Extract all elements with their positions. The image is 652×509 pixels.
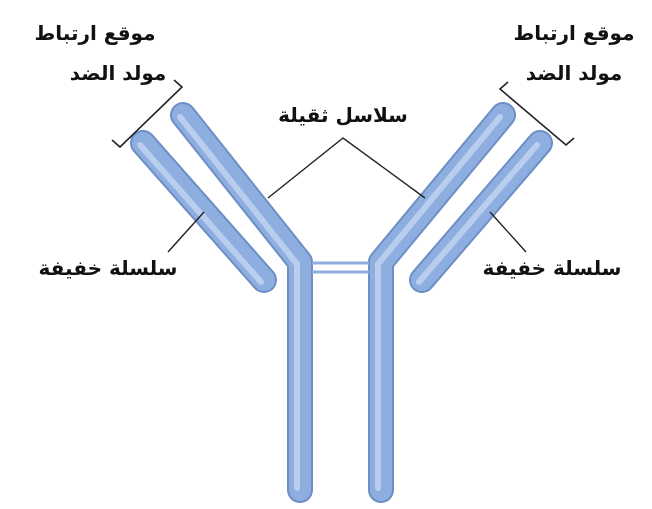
heavy-chain-left <box>170 102 313 503</box>
heavy-chains-label: سلاسل ثقيلة <box>278 103 408 127</box>
light-chain-right-label: سلسلة خفيفة <box>483 256 622 280</box>
light-chain-left-label: سلسلة خفيفة <box>39 256 178 280</box>
antigen-site-bracket-left <box>111 79 184 149</box>
antigen-site-left-label-line2: مولد الضد <box>70 61 167 85</box>
light-chain-left-shape <box>130 130 277 293</box>
antigen-site-bracket-right <box>498 81 575 147</box>
light-chain-left-leader <box>167 211 205 253</box>
antigen-site-right-label-line2: مولد الضد <box>526 61 623 85</box>
heavy-chains-leader <box>267 137 426 199</box>
light-chain-right-leader <box>489 211 527 253</box>
light-chain-right-shape <box>409 130 553 293</box>
hinge-connector <box>312 261 369 274</box>
antigen-site-left-label-line1: موقع ارتباط <box>35 21 156 45</box>
heavy-chain-right <box>368 102 516 503</box>
antigen-site-right-label-line1: موقع ارتباط <box>514 21 635 45</box>
